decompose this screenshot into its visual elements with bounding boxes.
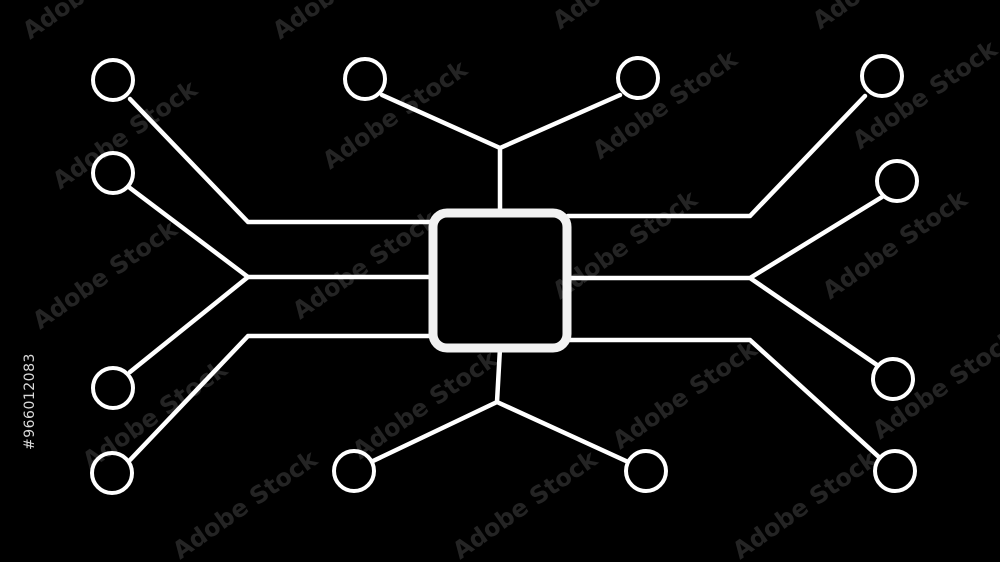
node-top-right-2 [875, 159, 919, 203]
watermark-text: Adobe Stock [27, 214, 183, 335]
circuit-nodes [90, 54, 919, 495]
watermark-text: Adobe Stock [607, 334, 763, 455]
node-top-center-left [343, 57, 387, 101]
watermark-text: Adobe Stock [267, 0, 423, 45]
trace-top-center [379, 92, 623, 215]
watermark-text: Adobe Stock [347, 344, 503, 465]
watermark-text: Adobe Stock [317, 54, 473, 175]
node-top-right-1 [860, 54, 904, 98]
node-bottom-right-1 [871, 357, 915, 401]
node-bottom-left-1 [91, 366, 135, 410]
circuit-traces [127, 92, 885, 464]
watermark-text: Adobe Stock [587, 44, 743, 165]
node-top-center-right [616, 56, 660, 100]
watermark-text: Adobe Stock [727, 444, 883, 562]
trace-top-left-upper [127, 96, 435, 225]
node-top-left-2 [91, 151, 135, 195]
trace-top-right-upper [565, 93, 868, 219]
watermark-text: Adobe Stock [807, 0, 963, 35]
node-top-left-1 [91, 58, 135, 102]
trace-bottom-left [127, 274, 435, 463]
watermark-text: Adobe Stock [17, 0, 173, 45]
node-bottom-center-left [332, 449, 376, 493]
node-bottom-left-2 [90, 451, 134, 495]
watermark-text: Adobe Stock [547, 0, 703, 35]
trace-bottom-right [565, 337, 883, 461]
trace-bottom-center [370, 345, 629, 464]
processor-chip [428, 208, 572, 353]
stock-image-id: #966012083 [22, 353, 38, 450]
watermark-text: Adobe Stock [167, 444, 323, 562]
node-bottom-center-right [624, 449, 668, 493]
node-bottom-right-2 [873, 449, 917, 493]
trace-right-middle [565, 194, 885, 370]
watermark-text: Adobe Stock [447, 444, 603, 562]
trace-top-left-lower [127, 185, 435, 280]
